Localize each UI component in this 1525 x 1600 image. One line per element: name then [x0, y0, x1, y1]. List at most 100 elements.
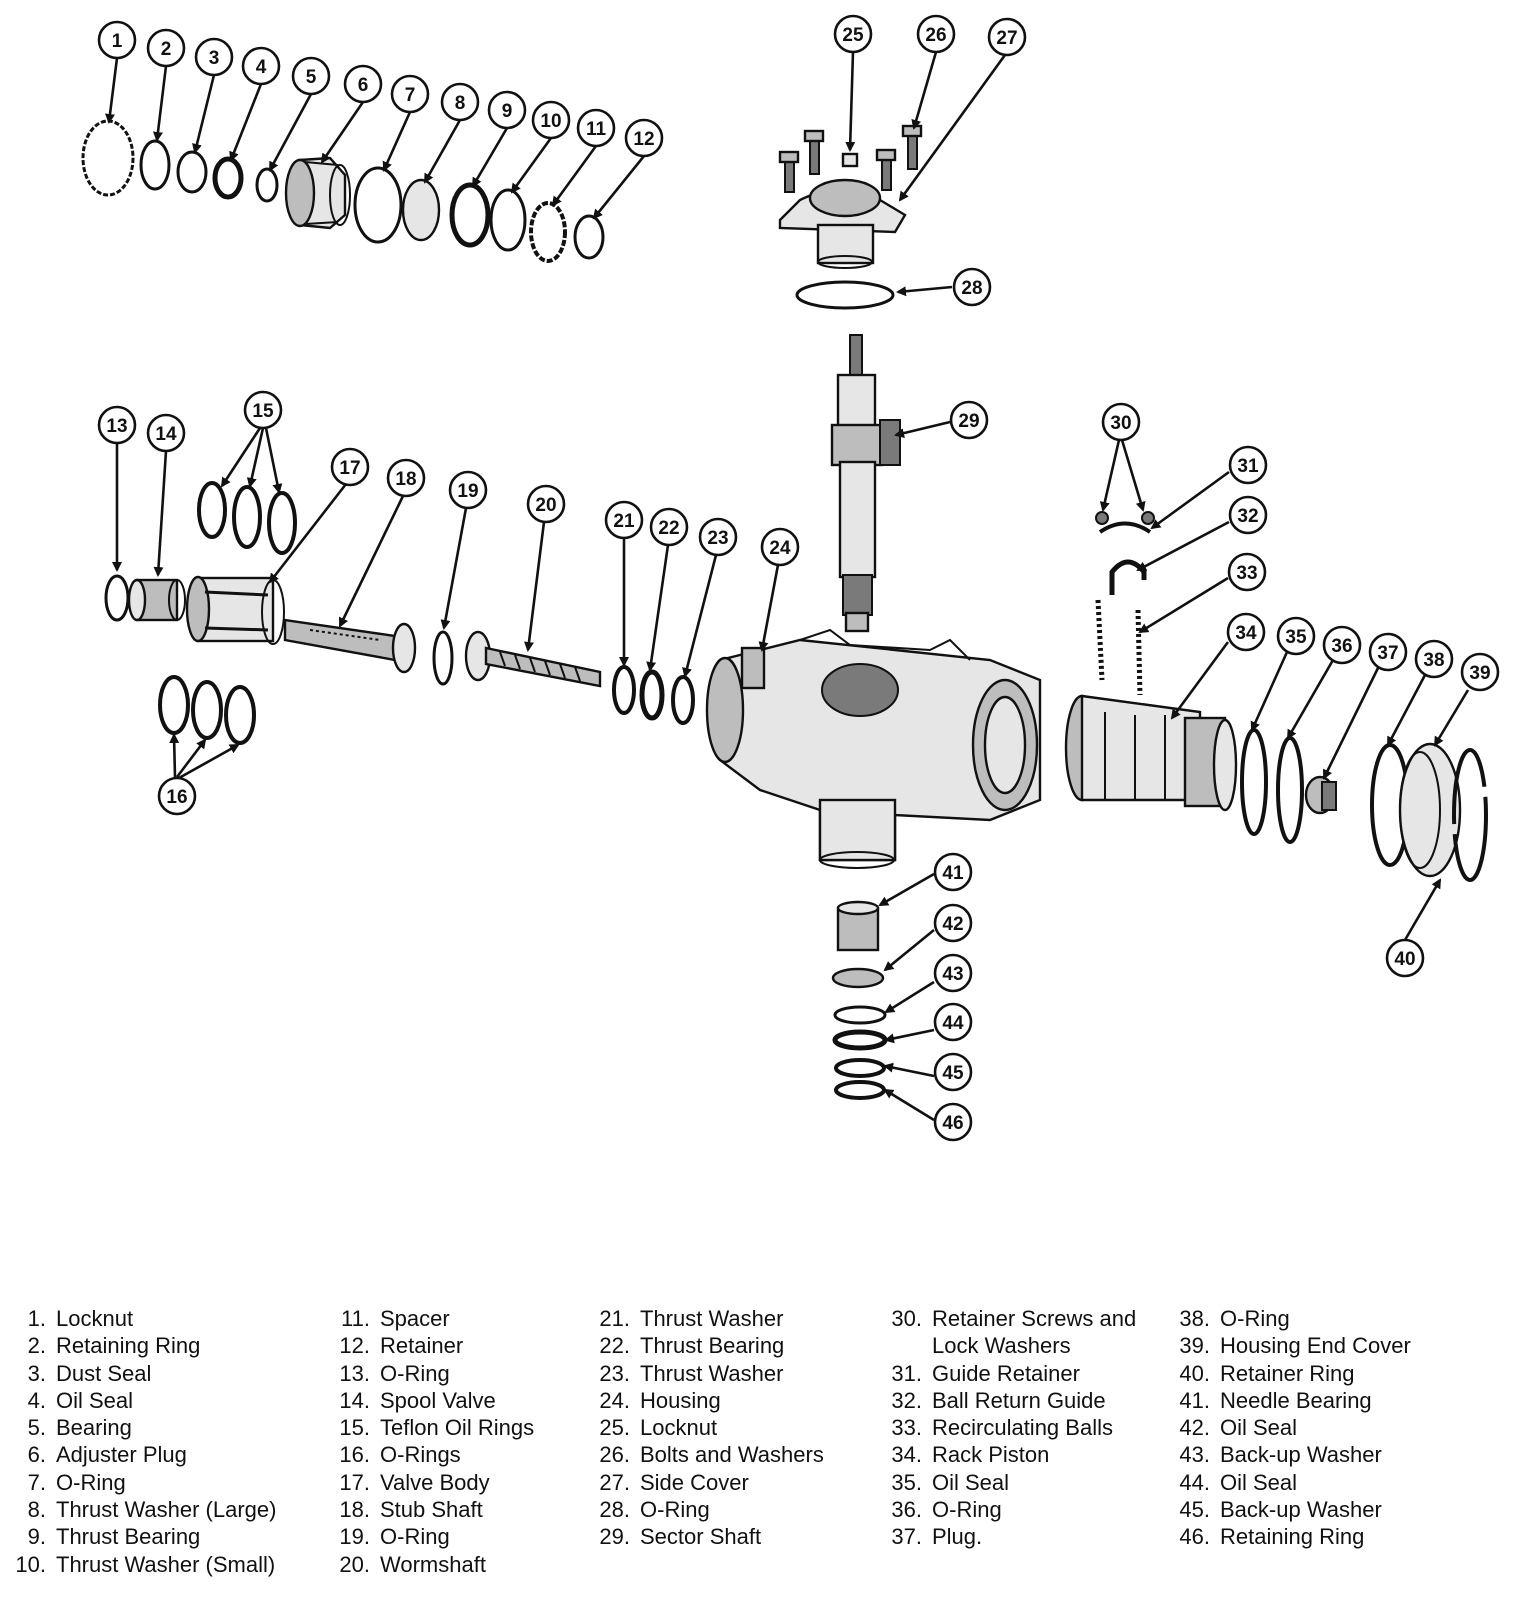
svg-text:32: 32	[1237, 506, 1258, 527]
legend-item: 26. Bolts and Washers	[590, 1441, 824, 1468]
part-spacer	[529, 201, 567, 263]
callout-7: 7	[390, 74, 430, 114]
svg-text:44: 44	[942, 1013, 964, 1034]
svg-text:21: 21	[613, 511, 635, 532]
part-oil-seal-42	[831, 967, 885, 989]
svg-text:43: 43	[942, 964, 963, 985]
legend-item: 23.Thrust Washer	[590, 1360, 824, 1387]
callout-33: 33	[1227, 552, 1267, 592]
legend-item: 37.Plug.	[880, 1523, 1136, 1550]
callout-29: 29	[949, 400, 989, 440]
legend-item-number: 26.	[599, 1442, 630, 1468]
part-back-up-washer-43	[833, 1005, 887, 1025]
legend-item: 43.Back-up Washer	[1170, 1441, 1411, 1468]
legend-item-number: 33.	[891, 1415, 922, 1441]
legend-item: 31.Guide Retainer	[880, 1360, 1136, 1387]
legend-item-number: 35.	[891, 1469, 922, 1495]
part-needle-bearing	[836, 900, 880, 952]
svg-text:29: 29	[958, 411, 979, 432]
callout-11: 11	[576, 108, 616, 148]
callout-8: 8	[440, 82, 480, 122]
part-spool-valve	[127, 578, 186, 622]
legend-item-label: Spacer	[380, 1306, 450, 1331]
callout-43: 43	[933, 953, 973, 993]
callout-41: 41	[933, 852, 973, 892]
svg-text:1: 1	[112, 31, 123, 52]
legend-item-label: Oil Seal	[932, 1469, 1010, 1495]
svg-text:30: 30	[1110, 413, 1131, 434]
part-thrust-washer-small	[489, 188, 527, 252]
part-stub-shaft	[283, 618, 417, 674]
legend-item-label: Retainer Screws and	[932, 1306, 1137, 1331]
svg-text:15: 15	[252, 401, 274, 422]
svg-text:18: 18	[395, 469, 416, 490]
svg-text:22: 22	[658, 518, 679, 539]
legend-item-label: Housing End Cover	[1220, 1333, 1411, 1359]
callout-12: 12	[624, 118, 664, 158]
callout-32: 32	[1228, 495, 1268, 535]
legend-item-number: 19.	[339, 1524, 370, 1550]
svg-text:42: 42	[942, 914, 963, 935]
callout-3: 3	[194, 37, 234, 77]
legend-item-number: 45.	[1179, 1497, 1210, 1523]
legend-item-label: Thrust Washer	[640, 1306, 784, 1331]
svg-text:7: 7	[405, 85, 416, 106]
legend-item-number: 9.	[27, 1524, 46, 1550]
callout-24: 24	[760, 527, 800, 567]
part-o-ring-19	[432, 630, 454, 686]
svg-text:37: 37	[1377, 643, 1398, 664]
svg-text:3: 3	[209, 48, 220, 69]
legend-item-number: 44.	[1179, 1469, 1210, 1495]
callout-36: 36	[1322, 625, 1362, 665]
legend-item-label: Guide Retainer	[932, 1360, 1080, 1386]
legend-item-label: Side Cover	[640, 1469, 749, 1495]
svg-text:25: 25	[842, 25, 864, 46]
svg-text:9: 9	[502, 101, 513, 122]
callout-20: 20	[526, 484, 566, 524]
legend-item-label: Locknut	[56, 1306, 134, 1331]
legend-item-number: 36.	[891, 1497, 922, 1523]
leader-lines	[105, 51, 1470, 1122]
legend-item-label: Stub Shaft	[380, 1497, 483, 1523]
callout-16: 16	[157, 776, 197, 816]
legend-item-number: 24.	[599, 1387, 630, 1413]
legend-item-label: Housing	[640, 1387, 721, 1413]
legend-item: 32.Ball Return Guide	[880, 1387, 1136, 1414]
callout-1: 1	[97, 20, 137, 60]
legend-item-label: Back-up Washer	[1220, 1497, 1382, 1523]
legend-item-number: 37.	[891, 1524, 922, 1550]
part-o-ring-36	[1276, 736, 1304, 844]
callout-37: 37	[1368, 632, 1408, 672]
part-rack-piston	[1064, 694, 1238, 812]
svg-text:4: 4	[256, 57, 267, 78]
legend-item-number: 42.	[1179, 1415, 1210, 1441]
legend-item-number: 14.	[339, 1387, 370, 1413]
callout-42: 42	[933, 903, 973, 943]
svg-text:2: 2	[161, 39, 172, 60]
legend-item-label: O-Ring	[640, 1497, 710, 1523]
callout-23: 23	[698, 517, 738, 557]
legend-item-number: 5.	[27, 1415, 46, 1441]
legend-item: 13.O-Ring	[330, 1360, 534, 1387]
part-thrust-washer-23	[671, 675, 695, 725]
callout-34: 34	[1226, 612, 1266, 652]
svg-text:14: 14	[155, 424, 177, 445]
legend-item: 10.Thrust Washer (Small)	[2, 1551, 276, 1578]
legend-item: 17.Valve Body	[330, 1469, 534, 1496]
legend-item: 44.Oil Seal	[1170, 1469, 1411, 1496]
legend-item-label: Retainer	[380, 1333, 464, 1359]
legend-item-label: Bolts and Washers	[640, 1442, 824, 1468]
svg-text:46: 46	[942, 1113, 963, 1134]
part-locknut	[81, 119, 135, 197]
svg-text:16: 16	[166, 787, 187, 808]
svg-text:20: 20	[535, 495, 556, 516]
legend-item-label: Lock Washers	[932, 1333, 1071, 1359]
callout-35: 35	[1276, 616, 1316, 656]
svg-text:34: 34	[1235, 623, 1257, 644]
legend-item-label: Needle Bearing	[1220, 1387, 1372, 1413]
legend-item-number: 21.	[599, 1306, 630, 1331]
svg-text:5: 5	[306, 67, 317, 88]
